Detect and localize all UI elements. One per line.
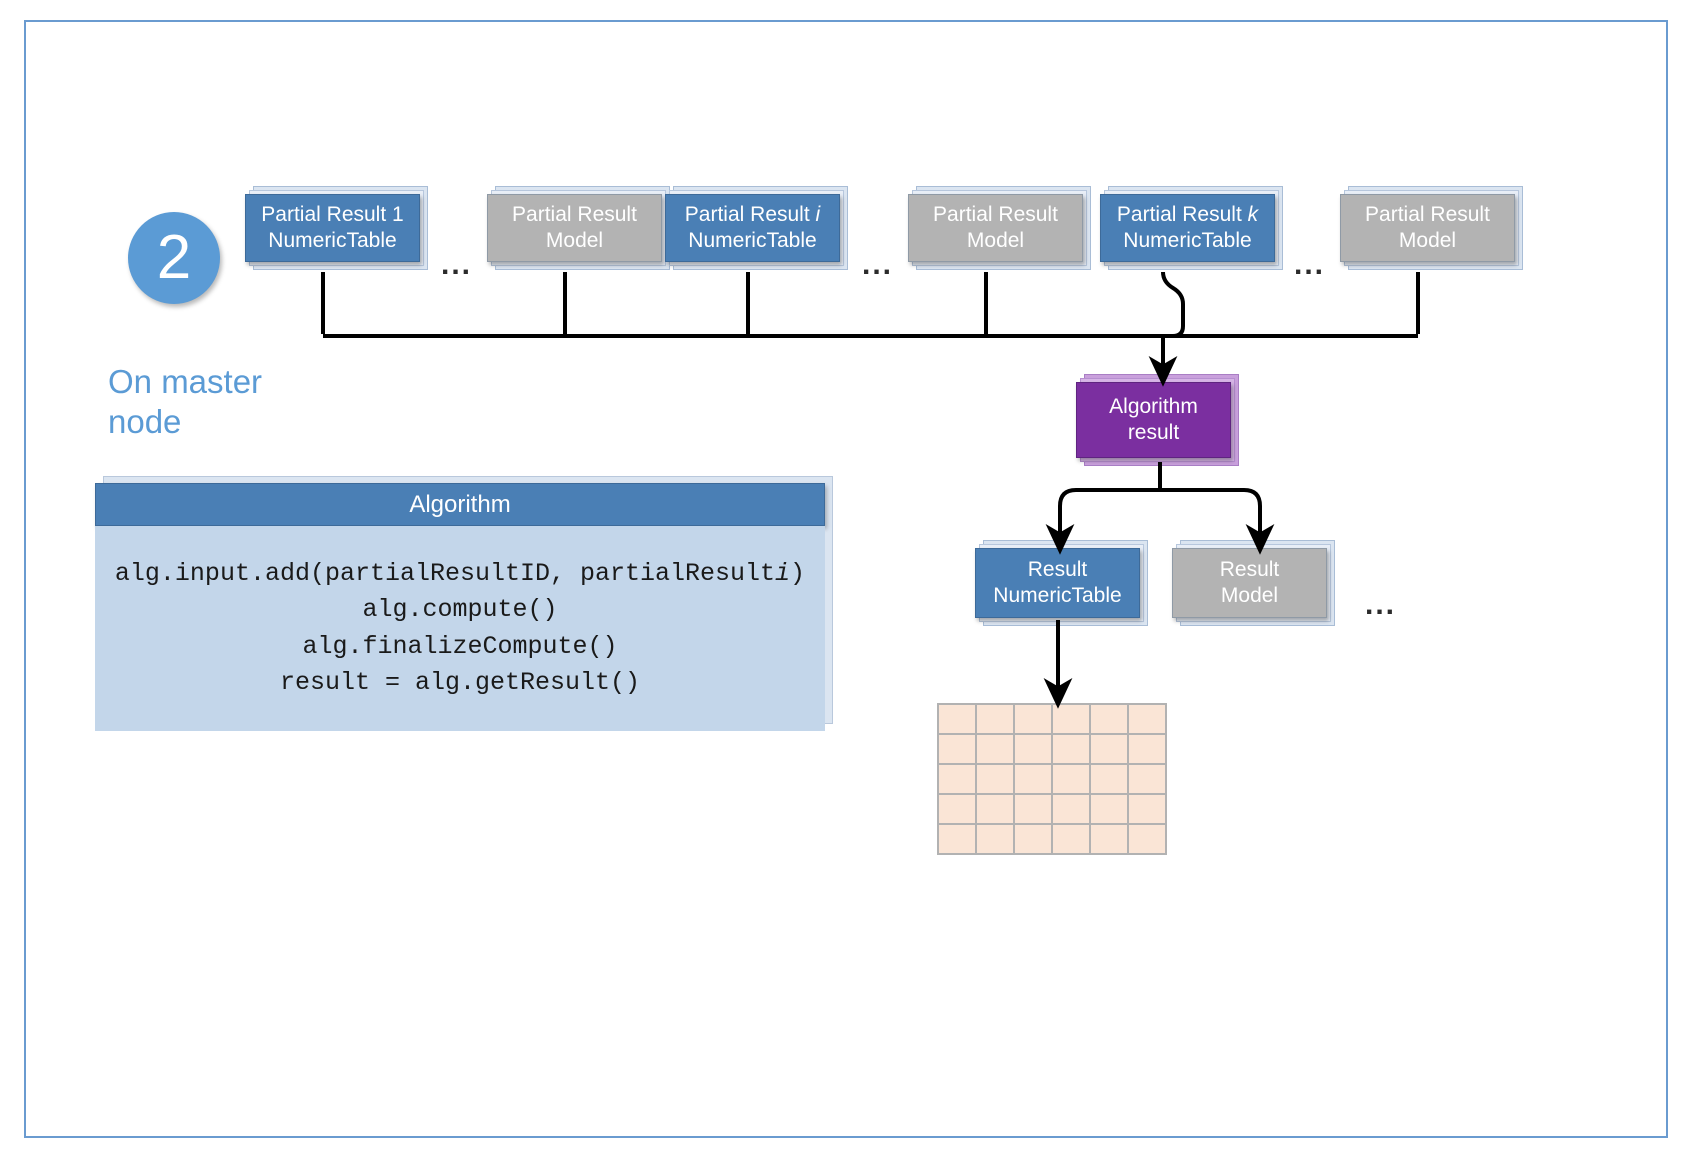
partial-result-line2: NumericTable <box>268 229 397 252</box>
result-line1: Result <box>1027 557 1088 581</box>
algorithm-result-line1: Algorithm <box>1109 394 1198 418</box>
step-number-badge: 2 <box>128 212 220 304</box>
result-grid-cell <box>1051 823 1091 855</box>
result-grid-row <box>937 793 1167 825</box>
result-line2: Model <box>1220 584 1279 607</box>
algorithm-result-face: Algorithm result <box>1076 382 1231 458</box>
partial-result-box-2[interactable]: Partial Result Model <box>487 186 672 270</box>
partial-result-line1: Partial Result <box>933 202 1058 226</box>
algorithm-card: Algorithm alg.input.add(partialResultID,… <box>95 476 833 731</box>
result-grid-cell <box>975 733 1015 765</box>
code-line-3: alg.finalizeCompute() <box>302 631 618 661</box>
result-grid-cell <box>1089 823 1129 855</box>
result-grid-cell <box>1051 793 1091 825</box>
partial-result-line1: Partial Result i <box>684 202 821 226</box>
master-node-caption: On master node <box>108 362 358 443</box>
result-grid-row <box>937 763 1167 795</box>
result-line2: NumericTable <box>993 584 1122 607</box>
result-grid-cell <box>1013 703 1053 735</box>
master-node-line2: node <box>108 403 182 441</box>
result-grid-cell <box>1089 763 1129 795</box>
result-grid-cell <box>1127 793 1167 825</box>
result-grid-cell <box>975 793 1015 825</box>
result-grid-cell <box>1089 703 1129 735</box>
ellipsis-2: ... <box>862 248 894 281</box>
partial-result-face-5: Partial Result k NumericTable <box>1100 194 1275 262</box>
partial-result-box-5[interactable]: Partial Result k NumericTable <box>1100 186 1285 270</box>
code-line-1: alg.input.add(partialResultID, partialRe… <box>114 559 806 588</box>
partial-result-box-6[interactable]: Partial Result Model <box>1340 186 1525 270</box>
result-grid-cell <box>937 733 977 765</box>
result-grid-cell <box>937 703 977 735</box>
result-grid-cell <box>1089 733 1129 765</box>
partial-result-line2: Model <box>1398 229 1457 252</box>
result-grid-cell <box>975 823 1015 855</box>
code-line-4: result = alg.getResult() <box>279 667 641 697</box>
result-numerictable-face: Result NumericTable <box>975 548 1140 618</box>
master-node-line1: On master <box>108 363 263 400</box>
partial-result-box-3[interactable]: Partial Result i NumericTable <box>665 186 850 270</box>
algorithm-code-block: alg.input.add(partialResultID, partialRe… <box>95 526 825 731</box>
result-grid-cell <box>1013 763 1053 795</box>
result-grid-row <box>937 703 1167 735</box>
result-model-box[interactable]: Result Model <box>1172 540 1337 626</box>
result-grid-body <box>937 703 1167 855</box>
partial-result-face-1: Partial Result 1 NumericTable <box>245 194 420 262</box>
result-grid-row <box>937 823 1167 855</box>
result-grid-cell <box>1127 703 1167 735</box>
algorithm-card-title: Algorithm <box>95 483 825 526</box>
ellipsis-4: ... <box>1365 588 1397 621</box>
partial-result-line2: Model <box>545 229 604 252</box>
result-line1: Result <box>1219 557 1280 581</box>
result-grid-cell <box>975 703 1015 735</box>
result-grid-row <box>937 733 1167 765</box>
partial-result-face-6: Partial Result Model <box>1340 194 1515 262</box>
step-number-label: 2 <box>156 223 192 292</box>
ellipsis-1: ... <box>441 248 473 281</box>
result-grid-cell <box>1127 763 1167 795</box>
partial-result-face-2: Partial Result Model <box>487 194 662 262</box>
partial-result-line1: Partial Result <box>1365 202 1490 226</box>
partial-result-line1: Partial Result k <box>1116 202 1259 226</box>
partial-result-face-4: Partial Result Model <box>908 194 1083 262</box>
result-grid-cell <box>1089 793 1129 825</box>
result-grid-cell <box>1013 793 1053 825</box>
algorithm-result-line2: result <box>1127 421 1180 444</box>
result-grid-cell <box>1051 733 1091 765</box>
result-grid-cell <box>1051 763 1091 795</box>
result-grid-cell <box>1127 733 1167 765</box>
code-line-2: alg.compute() <box>362 595 558 625</box>
result-grid-cell <box>1051 703 1091 735</box>
result-grid-cell <box>937 763 977 795</box>
result-numerictable-box[interactable]: Result NumericTable <box>975 540 1150 626</box>
result-grid-cell <box>937 823 977 855</box>
result-grid-cell <box>1013 733 1053 765</box>
partial-result-box-4[interactable]: Partial Result Model <box>908 186 1093 270</box>
result-grid-cell <box>937 793 977 825</box>
partial-result-line2: Model <box>966 229 1025 252</box>
result-numerictable-grid <box>937 703 1167 855</box>
result-grid-cell <box>1013 823 1053 855</box>
partial-result-line2: NumericTable <box>1123 229 1252 252</box>
partial-result-face-3: Partial Result i NumericTable <box>665 194 840 262</box>
partial-result-line2: NumericTable <box>688 229 817 252</box>
result-grid-cell <box>1127 823 1167 855</box>
algorithm-result-box[interactable]: Algorithm result <box>1076 374 1241 466</box>
partial-result-box-1[interactable]: Partial Result 1 NumericTable <box>245 186 430 270</box>
partial-result-line1: Partial Result 1 <box>261 202 404 226</box>
result-grid-cell <box>975 763 1015 795</box>
ellipsis-3: ... <box>1294 248 1326 281</box>
result-model-face: Result Model <box>1172 548 1327 618</box>
partial-result-line1: Partial Result <box>512 202 637 226</box>
